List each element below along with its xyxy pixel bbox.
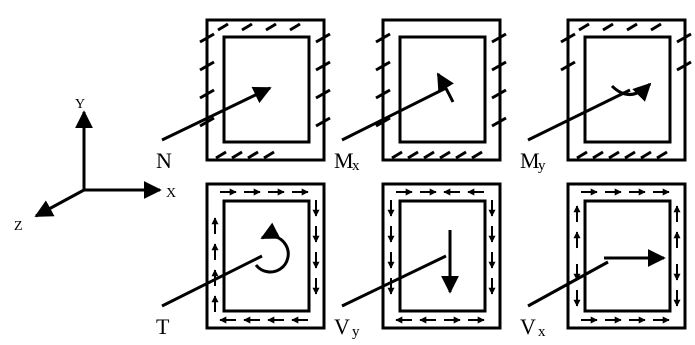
force-arrow — [341, 86, 447, 142]
force-arrow — [161, 86, 272, 142]
hatch-marks — [375, 32, 507, 160]
moment-arc — [436, 72, 455, 103]
z-axis — [34, 188, 85, 218]
force-arrow — [341, 254, 447, 308]
panel-label-main: M — [334, 148, 354, 173]
shear-flow-arrows — [387, 188, 496, 324]
torsion-circle-arrow — [254, 222, 290, 274]
moment-arc — [610, 82, 652, 102]
panel-normal-force: N — [156, 18, 331, 173]
panel-moment-y: M y — [520, 18, 692, 174]
x-axis-label: X — [166, 186, 176, 201]
force-arrow — [527, 260, 609, 308]
shear-flow-arrows — [211, 188, 320, 324]
force-arrow — [527, 88, 631, 142]
z-axis-label: Z — [14, 219, 23, 234]
hatch-marks — [199, 22, 331, 160]
hatch-marks — [560, 22, 692, 160]
panel-label-sub: y — [538, 158, 546, 174]
panel-label-sub: y — [352, 324, 360, 340]
panel-label-main: V — [520, 314, 536, 339]
panel-moment-x: M x — [334, 18, 507, 174]
panel-label: T — [156, 314, 170, 339]
panel-shear-x: V x — [520, 182, 687, 340]
y-axis-label: Y — [75, 97, 85, 112]
panel-label-main: M — [520, 148, 540, 173]
panel-label-main: V — [334, 314, 350, 339]
panel-label-sub: x — [538, 324, 546, 340]
panel-shear-y: V y — [334, 182, 502, 340]
shear-flow-arrows — [573, 188, 681, 324]
force-arrow — [161, 254, 263, 308]
panel-torsion: T — [156, 182, 326, 339]
panel-label-sub: x — [352, 158, 360, 174]
coordinate-axes — [34, 110, 162, 218]
panel-label: N — [156, 148, 172, 173]
